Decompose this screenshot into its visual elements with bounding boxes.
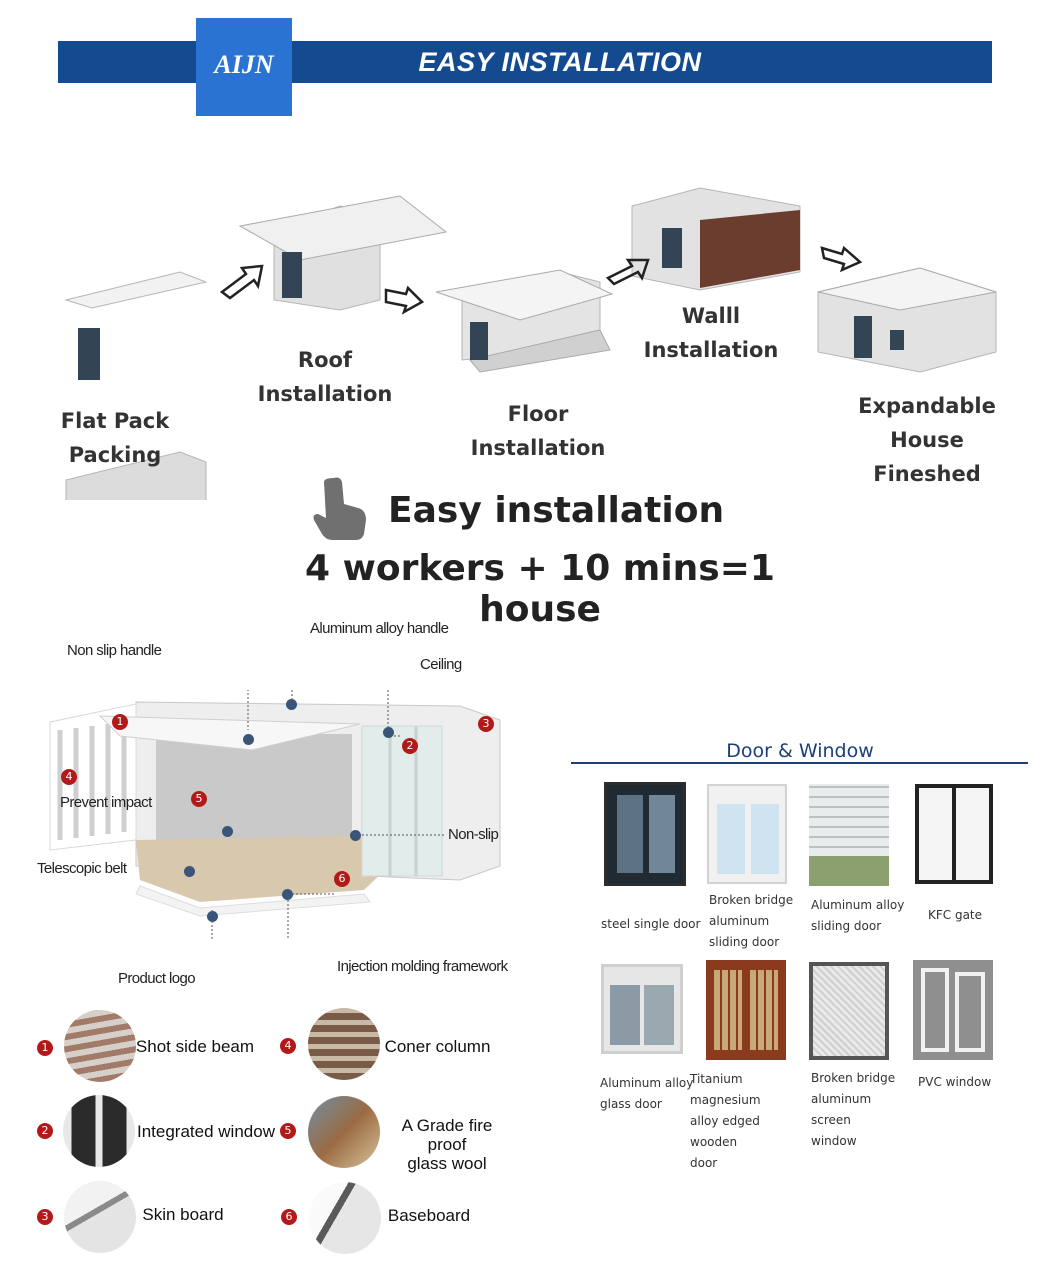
door-caption: Aluminum alloy glass door	[600, 1076, 694, 1111]
brand-logo-text: AIJN	[214, 50, 274, 79]
baseboard-image	[309, 1182, 381, 1254]
wall-install-image	[631, 187, 801, 291]
door-caption: Aluminum alloy sliding door	[811, 898, 905, 933]
kfc-gate-image	[915, 784, 993, 884]
wooden-door-image	[706, 960, 786, 1060]
installation-steps-illustration	[64, 187, 997, 500]
door-caption: Titanium magnesium alloy edged wooden do…	[690, 1072, 761, 1170]
sliding-door-image	[707, 784, 787, 884]
component-label: Baseboard	[387, 1206, 471, 1225]
component-label: Skin board	[142, 1205, 224, 1224]
marker-dot	[222, 826, 233, 837]
step-label-floor: Floor Installation	[470, 402, 606, 460]
aluminum-glass-door-image	[601, 964, 683, 1054]
diagram-badge: 2	[402, 738, 418, 754]
door-caption: PVC window	[918, 1075, 992, 1089]
arrow-right-icon	[219, 264, 264, 300]
label-aluminum-alloy-handle: Aluminum alloy handle	[310, 620, 449, 637]
label-telescopic-belt: Telescopic belt	[37, 860, 127, 877]
label-ceiling: Ceiling	[420, 656, 462, 673]
coner-column-image	[308, 1008, 380, 1080]
marker-dot	[383, 727, 394, 738]
marker-dot	[286, 699, 297, 710]
hand-pointer-icon	[313, 477, 366, 540]
component-badge: 1	[37, 1040, 53, 1056]
steel-single-door-image	[604, 782, 686, 886]
marker-dot	[207, 911, 218, 922]
door-caption: KFC gate	[928, 908, 983, 922]
step-label-flat-pack: Flat Pack Packing	[60, 409, 170, 467]
step-label-roof: Roof Installation	[257, 348, 393, 406]
label-product-logo: Product logo	[118, 970, 196, 987]
marker-dot	[350, 830, 361, 841]
marker-dot	[282, 889, 293, 900]
marker-dot	[243, 734, 254, 745]
roof-install-image	[238, 195, 448, 311]
floor-install-image	[435, 269, 614, 373]
door-caption: Broken bridge aluminum sliding door	[709, 893, 794, 949]
arrow-right-icon	[384, 285, 425, 315]
label-non-slip-handle: Non slip handle	[67, 642, 162, 659]
glass-wool-image	[308, 1096, 380, 1168]
component-badge: 6	[281, 1209, 297, 1225]
skin-board-image	[64, 1181, 136, 1253]
finished-house-image	[817, 267, 997, 373]
shot-side-beam-image	[64, 1010, 136, 1082]
diagram-badge: 4	[61, 769, 77, 785]
arrow-right-icon	[820, 245, 863, 273]
aluminum-sliding-door-image	[809, 784, 889, 886]
door-window-title: Door & Window	[726, 740, 874, 762]
pvc-window-image	[913, 960, 993, 1060]
component-badge: 2	[37, 1123, 53, 1139]
door-caption: Broken bridge aluminum screen window	[811, 1071, 896, 1148]
label-injection-molding: Injection molding framework	[337, 958, 508, 975]
component-badge: 4	[280, 1038, 296, 1054]
diagram-badge: 3	[478, 716, 494, 732]
diagram-badge: 1	[112, 714, 128, 730]
step-label-wall: Walll Installation	[643, 304, 779, 362]
label-prevent-impact: Prevent impact	[60, 794, 152, 811]
house-structure-diagram	[49, 690, 501, 940]
screen-window-image	[809, 962, 889, 1060]
component-label: Integrated window	[137, 1122, 275, 1141]
headline-workers: 4 workers + 10 mins=1 house	[305, 548, 775, 630]
flat-pack-house-image	[64, 271, 208, 500]
door-caption: steel single door	[601, 917, 701, 931]
integrated-window-image	[63, 1095, 135, 1167]
door-window-divider	[571, 762, 1028, 764]
arrow-right-icon	[605, 258, 650, 286]
component-label: Shot side beam	[135, 1037, 255, 1056]
component-label: A Grade fire proof glass wool	[401, 1116, 493, 1173]
diagram-badge: 5	[191, 791, 207, 807]
step-label-finished: Expandable House Fineshed	[858, 394, 996, 486]
marker-dot	[184, 866, 195, 877]
component-badge: 3	[37, 1209, 53, 1225]
diagram-badge: 6	[334, 871, 350, 887]
headline-easy-installation: Easy installation	[388, 490, 725, 531]
brand-logo	[196, 18, 292, 116]
label-non-slip: Non-slip	[448, 826, 499, 843]
page-title: EASY INSTALLATION	[418, 47, 702, 77]
component-badge: 5	[280, 1123, 296, 1139]
component-label: Coner column	[384, 1037, 491, 1056]
